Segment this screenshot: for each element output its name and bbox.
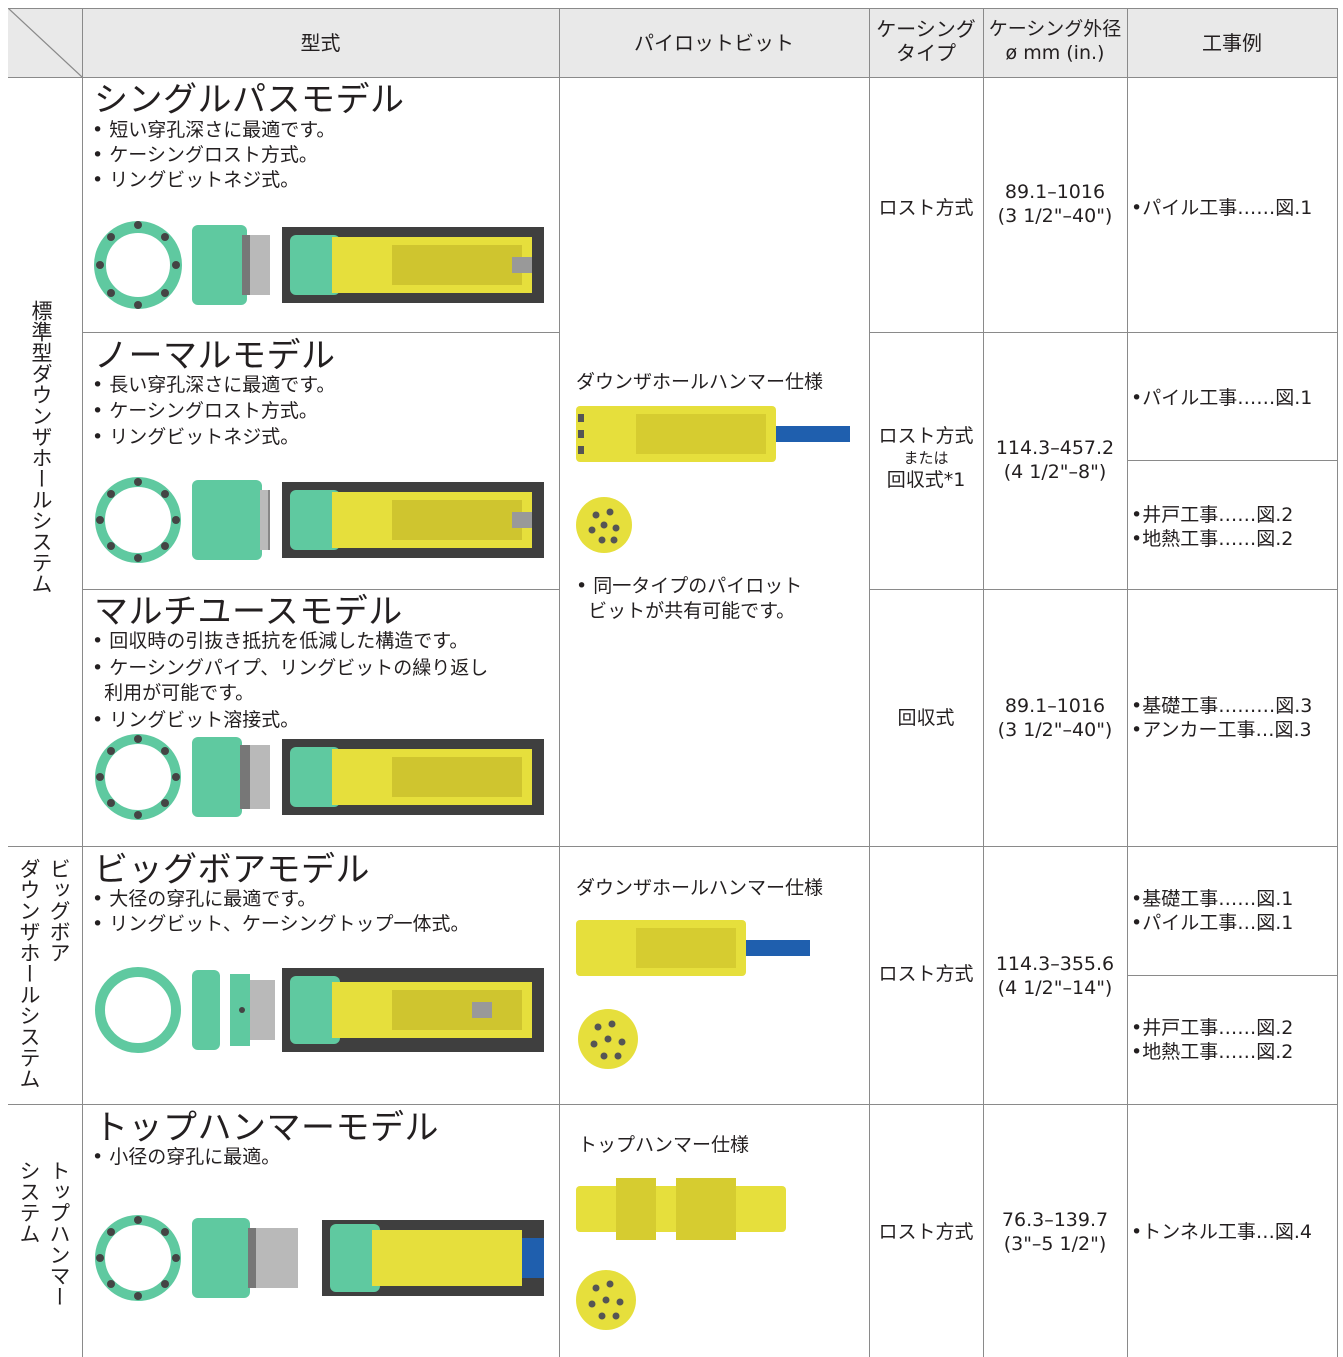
casing-od-in: (4 1/2"–14") <box>997 977 1113 999</box>
pilot-dth-label: ダウンザホールハンマー仕様 <box>576 371 824 393</box>
pilot-tophammer-label: トップハンマー仕様 <box>578 1134 750 1156</box>
multi-use-illustration <box>95 734 544 820</box>
group-standard: 標準型ダウンザホールシステム <box>29 300 53 594</box>
bullet: • リングビット、ケーシングトップ一体式。 <box>92 913 470 935</box>
group-bigbore: ビッグボア ダウンザホールシステム <box>14 858 74 1098</box>
header-works: 工事例 <box>1202 31 1262 55</box>
casing-type: ロスト方式 または 回収式*1 <box>869 424 983 492</box>
model-title-multi-use: マルチユースモデル <box>94 592 403 632</box>
tophammer-pilot-bit-illustration <box>576 1178 786 1330</box>
model-title-normal: ノーマルモデル <box>94 336 336 376</box>
header-casing-od: ケーシング外径 ø mm (in.) <box>983 17 1127 65</box>
bullet: • 回収時の引抜き抵抗を低減した構造です。 <box>92 630 469 652</box>
casing-od-mm: 89.1–1016 <box>1004 695 1106 717</box>
header-casing-od-l1: ケーシング外径 <box>988 18 1122 40</box>
header-model: 型式 <box>300 31 341 55</box>
model-title-single-pass: シングルパスモデル <box>94 80 405 120</box>
bullet: 利用が可能です。 <box>92 682 255 704</box>
casing-od-in: (3"–5 1/2") <box>1003 1233 1107 1255</box>
normal-illustration <box>95 477 544 563</box>
pilot-dth-note-l1: • 同一タイプのパイロット <box>576 575 803 597</box>
casing-od-in: (4 1/2"–8") <box>1003 461 1107 483</box>
group-bigbore-l2: ダウンザホールシステム <box>17 858 41 1089</box>
bullet: • 短い穿孔深さに最適です。 <box>92 119 336 141</box>
single-pass-illustration <box>94 221 544 309</box>
work-example: •地熱工事……図.2 <box>1131 1041 1294 1063</box>
work-example: •地熱工事……図.2 <box>1131 528 1294 550</box>
casing-type: ロスト方式 <box>878 963 974 985</box>
bullet: • 大径の穿孔に最適です。 <box>92 888 317 910</box>
casing-type-l3: 回収式*1 <box>886 469 966 491</box>
work-example: •基礎工事………図.3 <box>1131 695 1313 717</box>
casing-od-mm: 114.3–355.6 <box>995 953 1115 975</box>
bigbore-pilot-bit-illustration <box>576 920 810 1069</box>
casing-od: 89.1–1016 (3 1/2"–40") <box>983 694 1127 742</box>
model-title-tophammer: トップハンマーモデル <box>94 1108 439 1148</box>
bullet: • リングビットネジ式。 <box>92 169 300 191</box>
header-casing-od-l2: ø mm (in.) <box>1005 42 1105 64</box>
work-example: •パイル工事……図.1 <box>1131 387 1313 409</box>
group-tophammer-l2: システム <box>17 1160 41 1244</box>
casing-type: ロスト方式 <box>878 197 974 219</box>
group-tophammer-l1: トップハンマー <box>47 1160 71 1307</box>
casing-od-mm: 89.1–1016 <box>1004 181 1106 203</box>
work-example: •基礎工事……図.1 <box>1131 888 1294 910</box>
bullet: • 小径の穿孔に最適。 <box>92 1146 281 1168</box>
casing-od: 114.3–457.2 (4 1/2"–8") <box>983 436 1127 484</box>
work-example: •パイル工事……図.1 <box>1131 197 1313 219</box>
pilot-bigbore-label: ダウンザホールハンマー仕様 <box>576 877 824 899</box>
dth-pilot-bit-illustration <box>576 406 850 553</box>
work-example: •井戸工事……図.2 <box>1131 1017 1294 1039</box>
casing-od: 114.3–355.6 (4 1/2"–14") <box>983 952 1127 1000</box>
casing-type-l1: ロスト方式 <box>878 425 974 447</box>
group-bigbore-l1: ビッグボア <box>47 858 71 963</box>
casing-od-mm: 114.3–457.2 <box>995 437 1115 459</box>
tophammer-illustration <box>95 1215 544 1301</box>
header-casing-type-l1: ケーシング <box>876 17 976 41</box>
bigbore-illustration <box>95 967 544 1053</box>
bullet: • 長い穿孔深さに最適です。 <box>92 374 336 396</box>
work-example: •アンカー工事…図.3 <box>1131 719 1312 741</box>
casing-od-in: (3 1/2"–40") <box>997 205 1113 227</box>
header-pilot-bit: パイロットビット <box>634 31 794 55</box>
header-casing-type: ケーシング タイプ <box>869 17 983 65</box>
casing-od-mm: 76.3–139.7 <box>1001 1209 1109 1231</box>
pilot-dth-note-l2: ビットが共有可能です。 <box>576 600 796 622</box>
group-tophammer: トップハンマー システム <box>14 1160 74 1340</box>
bullet: • リングビット溶接式。 <box>92 709 300 731</box>
bullet: • ケーシングロスト方式。 <box>92 400 318 422</box>
casing-type-l2: または <box>903 449 949 467</box>
casing-od: 89.1–1016 (3 1/2"–40") <box>983 180 1127 228</box>
bullet: • ケーシングロスト方式。 <box>92 144 318 166</box>
work-example: •トンネル工事…図.4 <box>1131 1221 1312 1243</box>
corner-diagonal <box>7 7 83 78</box>
corner-cell <box>7 7 83 78</box>
casing-type: ロスト方式 <box>878 1221 974 1243</box>
header-row <box>8 8 1338 77</box>
work-example: •井戸工事……図.2 <box>1131 504 1294 526</box>
bullet: • ケーシングパイプ、リングビットの繰り返し <box>92 657 489 679</box>
work-example: •パイル工事…図.1 <box>1131 912 1294 934</box>
header-casing-type-l2: タイプ <box>896 41 956 65</box>
casing-od: 76.3–139.7 (3"–5 1/2") <box>983 1208 1127 1256</box>
casing-type: 回収式 <box>897 707 955 729</box>
bullet: • リングビットネジ式。 <box>92 426 300 448</box>
model-title-bigbore: ビッグボアモデル <box>94 850 370 890</box>
casing-od-in: (3 1/2"–40") <box>997 719 1113 741</box>
